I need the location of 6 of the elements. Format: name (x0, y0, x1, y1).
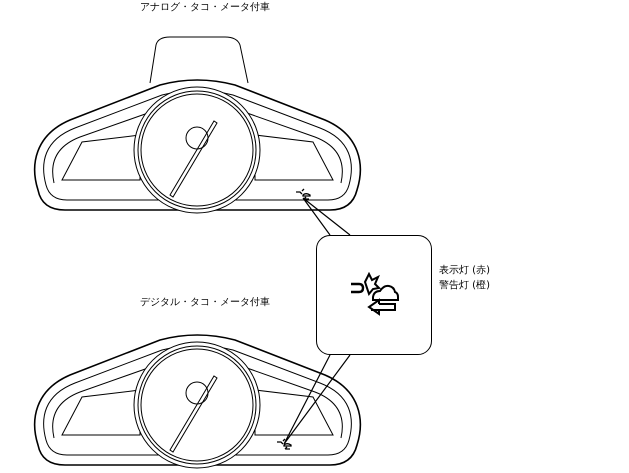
callout-text: 表示灯 (赤) (439, 264, 490, 277)
callout-pointer (283, 354, 351, 445)
heading: アナログ・タコ・メータ付車 (140, 0, 270, 14)
heading: デジタル・タコ・メータ付車 (140, 296, 270, 309)
callout-pointer (302, 197, 351, 236)
callout-text: 警告灯 (橙) (439, 279, 490, 292)
